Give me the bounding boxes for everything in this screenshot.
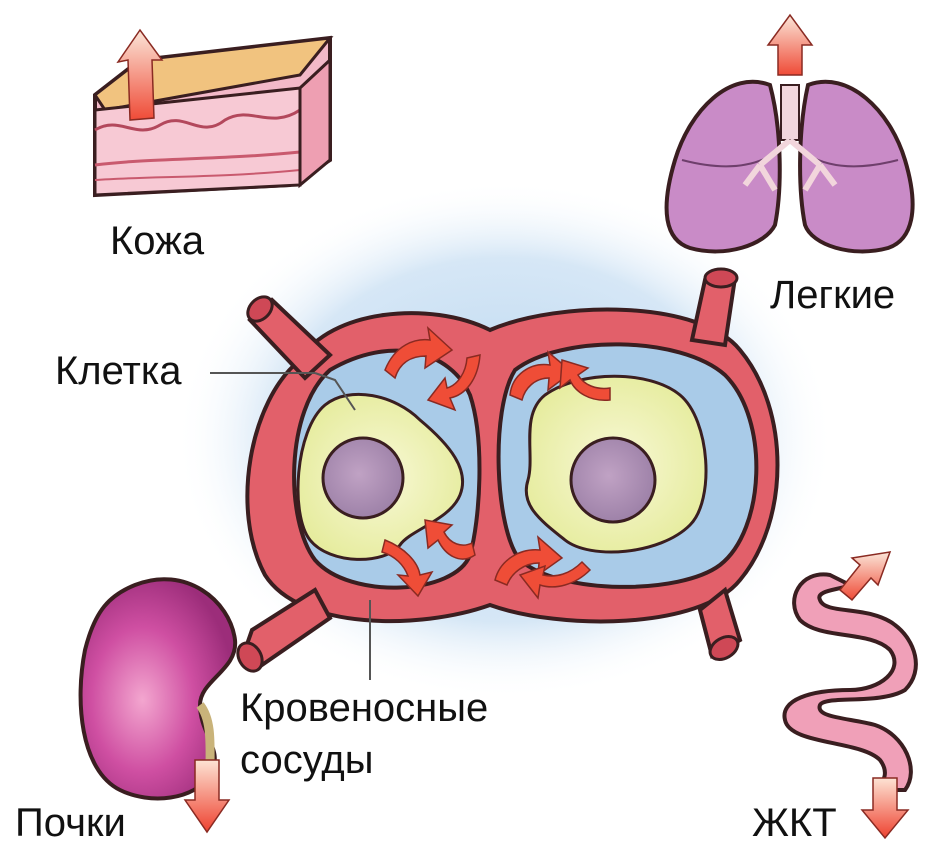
lungs-icon xyxy=(667,15,913,251)
vessels-label-line1: Кровеносные xyxy=(240,685,488,731)
lungs-label: Легкие xyxy=(770,272,895,318)
intestine-in-arrow xyxy=(840,552,890,600)
kidneys-label: Почки xyxy=(15,800,126,846)
cell-label: Клетка xyxy=(55,348,182,394)
cell-right xyxy=(526,376,706,552)
skin-label: Кожа xyxy=(110,218,204,264)
nucleus-left xyxy=(323,438,403,518)
lungs-arrow xyxy=(768,15,812,75)
kidney-icon xyxy=(81,579,236,832)
gi-tract-label: ЖКТ xyxy=(752,800,837,846)
intestine-icon xyxy=(784,552,915,838)
nucleus-right xyxy=(571,438,655,522)
vessels-label-line2: сосуды xyxy=(240,737,373,783)
skin-icon xyxy=(95,30,330,195)
